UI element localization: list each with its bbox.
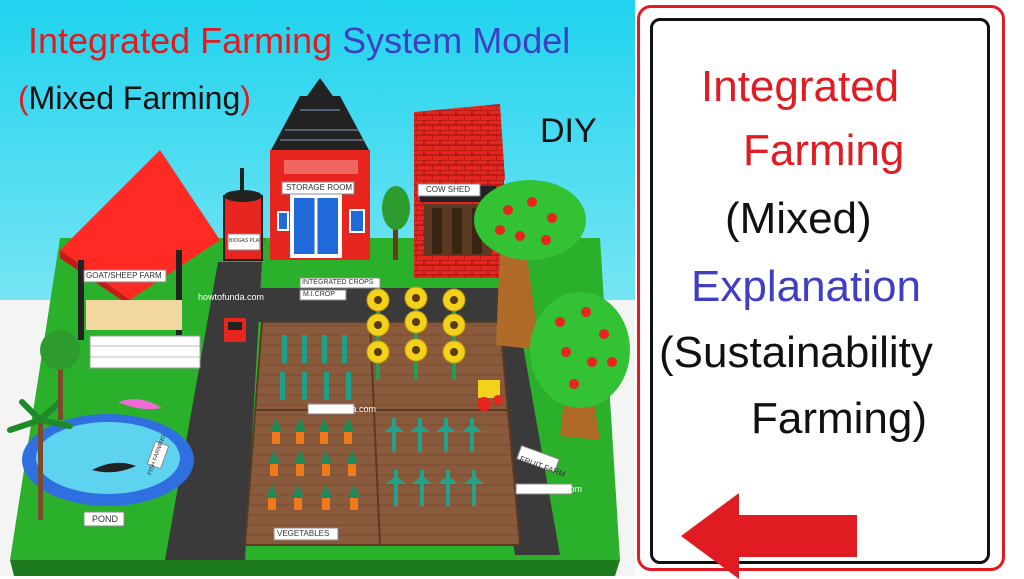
integrated-crop-label: INTEGRATED CROPS: [302, 279, 374, 286]
tractor: [477, 380, 503, 411]
title-red-part: Integrated Farming: [28, 20, 333, 61]
fish-black: [92, 462, 136, 473]
toy-car: [224, 318, 246, 342]
goat-sheep-shed: [60, 150, 220, 369]
pond-label: POND: [92, 514, 119, 524]
title-2-close-paren: ): [240, 80, 251, 116]
model-photo-panel: STORAGE ROOM BIOGAS PLANT COW SHED GOAT/…: [0, 0, 635, 576]
title-2-text: Mixed Farming: [28, 80, 241, 116]
watermark-2: howtofunda.com: [310, 404, 377, 414]
sign-line-farming-close: Farming): [751, 394, 928, 443]
cow-shed-label: COW SHED: [426, 185, 470, 194]
title-2-open-paren: (: [18, 80, 29, 116]
vegetables-label: VEGETABLES: [277, 529, 330, 538]
maize-plants: [384, 418, 484, 506]
sign-line-explanation: Explanation: [691, 262, 921, 311]
sign-outer-border: Integrated Farming (Mixed) Explanation (…: [637, 5, 1005, 579]
thumbnail-title-line-2: (Mixed Farming): [18, 80, 251, 117]
storage-barn: [270, 78, 370, 260]
watermark-3: howtofunda.com: [516, 484, 583, 494]
crop-plants: [280, 335, 351, 400]
sign-line-farming: Farming: [743, 126, 905, 175]
sign-inner-border: Integrated Farming (Mixed) Explanation (…: [650, 18, 990, 579]
sign-line-sustainability: (Sustainability: [659, 328, 933, 377]
palm-trees: [7, 330, 80, 520]
sign-line-integrated: Integrated: [701, 62, 900, 111]
left-arrow-icon: [681, 493, 857, 579]
fish-pink: [118, 399, 162, 410]
farm-model-illustration: [0, 0, 635, 576]
fruit-trees: [474, 180, 630, 440]
explanation-sign: Integrated Farming (Mixed) Explanation (…: [637, 5, 1005, 579]
label-boards: [83, 181, 573, 541]
watermark-1: howtofunda.com: [198, 292, 265, 302]
diy-label: DIY: [540, 112, 597, 150]
mixed-crop-label: M.I.CROP: [303, 291, 335, 298]
biogas-plant-label: BIOGAS PLANT: [229, 238, 266, 244]
small-tree: [382, 186, 410, 260]
sunflowers: [366, 286, 466, 380]
title-blue-part: System Model: [342, 20, 571, 61]
storage-room-label: STORAGE ROOM: [286, 183, 353, 192]
thumbnail-title-line-1: Integrated Farming System Model: [28, 20, 570, 62]
sheep-farm-label: GOAT/SHEEP FARM: [86, 271, 162, 280]
carrot-rows: [266, 418, 360, 510]
sign-line-mixed: (Mixed): [725, 194, 872, 243]
